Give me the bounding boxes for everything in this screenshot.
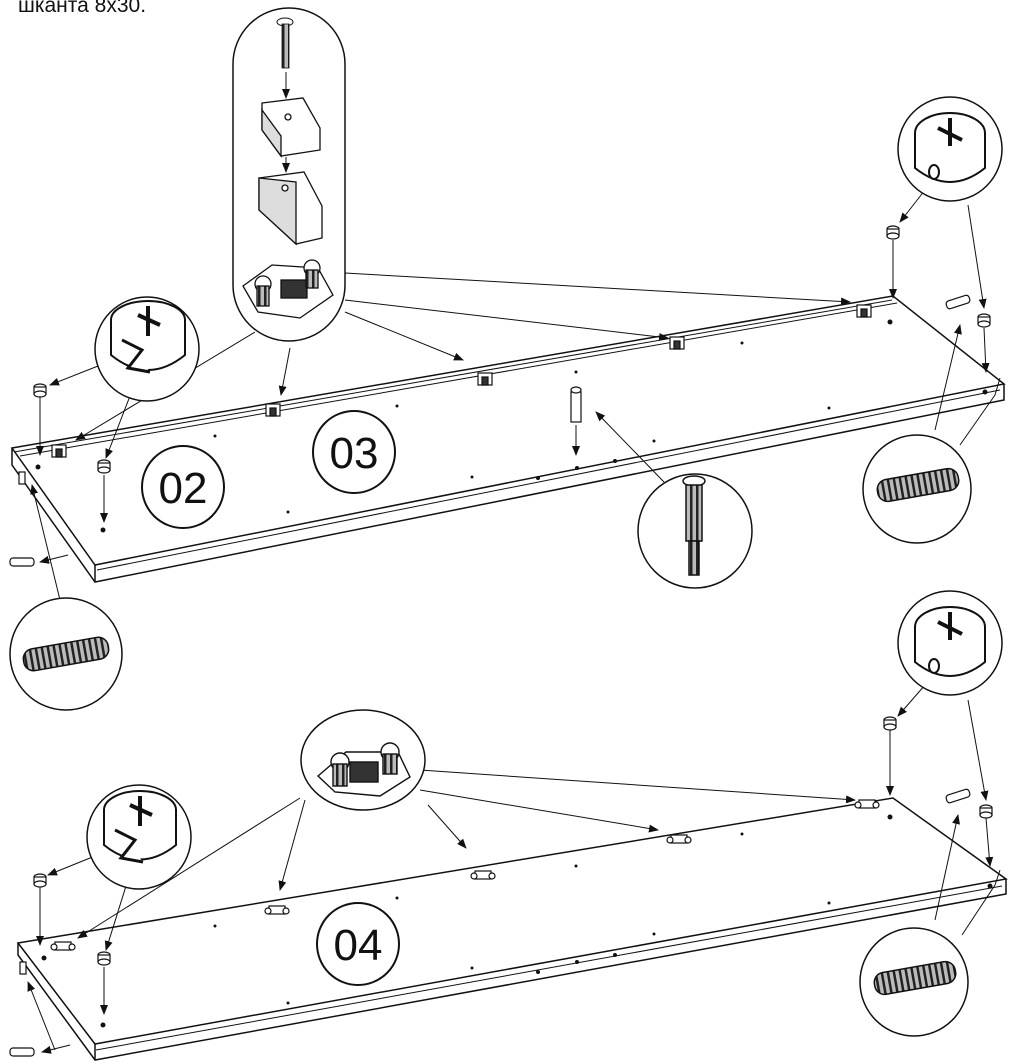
screw-icon	[276, 17, 294, 69]
wood-dowel-icon	[22, 636, 110, 672]
upper-panel-holes	[35, 319, 988, 533]
hinge-plate-icon	[316, 742, 411, 797]
cam-bolt-callout	[637, 473, 753, 589]
hinge-plate-callout	[300, 709, 426, 811]
eccentric-cam-icon	[33, 225, 991, 474]
panel-label-04: 04	[316, 902, 400, 986]
eccentric-cam-icon	[103, 790, 177, 864]
cam-callout-upper-left	[94, 296, 200, 402]
hinge-plate-icon	[51, 304, 872, 458]
drawer-runner-icon	[258, 171, 323, 246]
svg-text:02: 02	[159, 464, 208, 513]
svg-text:04: 04	[334, 921, 383, 970]
cam-bolt-icon	[570, 386, 582, 423]
instruction-caption: шканта 8х30.	[18, 0, 147, 17]
cam-callout-upper-right	[897, 96, 1003, 202]
panel-label-03: 03	[312, 410, 396, 494]
dowel-callout-upper-left	[9, 597, 123, 711]
upper-panel	[10, 295, 1006, 583]
eccentric-cam-icon	[110, 300, 186, 374]
drawer-runner-icon	[261, 97, 321, 158]
lower-panel-holes	[41, 814, 993, 1028]
panel-label-02: 02	[141, 445, 225, 529]
wood-dowel-icon	[873, 960, 957, 996]
eccentric-cam-icon	[33, 716, 993, 966]
hinge-assembly-callout	[232, 7, 346, 342]
cam-callout-lower-left	[86, 784, 192, 890]
eccentric-cam-icon	[914, 112, 986, 183]
svg-text:03: 03	[330, 429, 379, 478]
dowel-callout-lower-right	[859, 927, 969, 1037]
wood-dowel-icon	[9, 294, 971, 567]
wood-dowel-icon	[9, 788, 971, 1057]
eccentric-cam-icon	[914, 606, 986, 677]
dowel-callout-upper-right	[862, 434, 972, 544]
cam-bolt-icon	[682, 475, 706, 576]
lower-arrows	[27, 684, 994, 1054]
cam-callout-lower-right	[897, 590, 1003, 696]
hinge-plate-icon	[242, 259, 334, 319]
lower-panel	[16, 797, 1008, 1061]
wood-dowel-icon	[876, 467, 960, 503]
hinge-plate-icon	[50, 799, 880, 951]
